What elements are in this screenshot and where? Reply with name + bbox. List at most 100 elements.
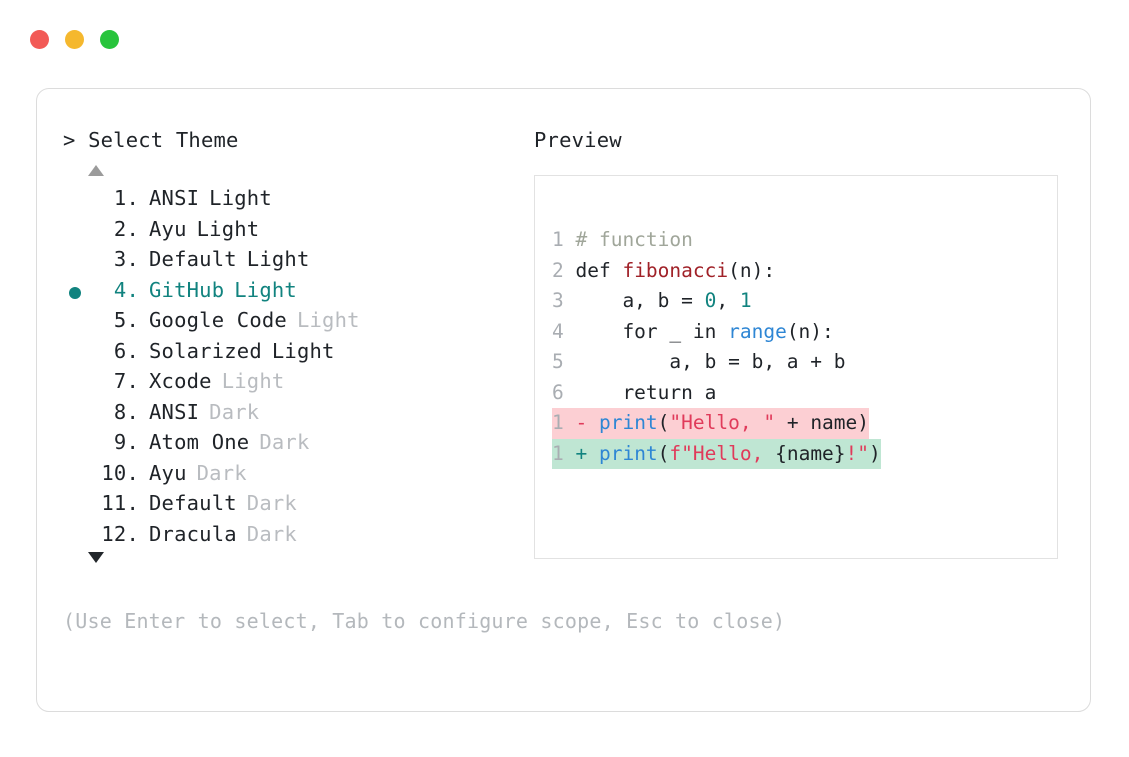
theme-item-variant: Light: [271, 338, 335, 363]
code-line-number: 2: [552, 258, 576, 282]
code-line: 3 a, b = 0, 1: [552, 286, 846, 317]
triangle-up-icon[interactable]: [88, 165, 104, 176]
theme-list-item[interactable]: 11. Default Dark: [63, 491, 533, 522]
theme-list-item[interactable]: 7. Xcode Light: [63, 369, 533, 400]
theme-item-variant: Dark: [246, 491, 297, 515]
theme-item-index: 7.: [113, 369, 139, 393]
theme-item-variant: Dark: [246, 521, 297, 546]
code-line-number: 4: [552, 319, 576, 343]
theme-item-name: Google Code: [149, 308, 287, 332]
code-token: + name): [775, 411, 870, 434]
diff-line-del: 1 - print("Hello, " + name): [552, 408, 870, 439]
code-token: a, b =: [575, 289, 705, 312]
theme-item-name: Solarized: [149, 338, 262, 363]
diff-line-add: 1 + print(f"Hello, {name}!"): [552, 438, 881, 469]
code-token: print: [598, 441, 658, 465]
theme-list-item[interactable]: 2. Ayu Light: [63, 217, 533, 248]
selected-bullet-icon: [69, 286, 81, 299]
theme-item-name: ANSI: [149, 186, 200, 210]
diff-line-number: 1: [552, 441, 576, 465]
code-line: 1 # function: [552, 225, 846, 256]
theme-item-index: 9.: [113, 430, 139, 454]
code-token: (: [657, 411, 670, 434]
theme-item-index: 5.: [113, 308, 139, 332]
minimize-dot[interactable]: [65, 30, 84, 49]
code-token: print: [598, 411, 658, 434]
theme-list-item[interactable]: 3. Default Light: [63, 247, 533, 278]
theme-item-index: 2.: [113, 216, 139, 241]
theme-item-name: Xcode: [149, 369, 212, 393]
theme-item-index: 4.: [113, 277, 139, 302]
diff-line-number: 1: [552, 411, 576, 434]
theme-list-item[interactable]: 6. Solarized Light: [63, 339, 533, 370]
theme-list-item[interactable]: 12. Dracula Dark: [63, 522, 533, 553]
code-line: 4 for _ in range(n):: [552, 317, 846, 348]
theme-list-item[interactable]: 8. ANSI Dark: [63, 400, 533, 431]
code-token: (n):: [786, 319, 834, 343]
theme-item-name: ANSI: [149, 399, 200, 424]
theme-item-index: 12.: [101, 521, 139, 546]
diff-marker: +: [575, 441, 599, 465]
maximize-dot[interactable]: [100, 30, 119, 49]
code-token: a, b = b, a + b: [575, 350, 846, 373]
theme-item-index: 11.: [101, 491, 139, 515]
theme-item-index: 10.: [101, 460, 139, 485]
theme-item-name: Ayu: [149, 216, 187, 241]
page-title: > Select Theme: [63, 127, 533, 153]
code-line-number: 1: [552, 228, 576, 251]
code-line: 2 def fibonacci(n):: [552, 256, 846, 287]
prompt-symbol: >: [63, 128, 89, 152]
diff-sample: 1 - print("Hello, " + name)1 + print(f"H…: [552, 408, 881, 469]
theme-item-variant: Dark: [209, 399, 260, 424]
code-token: fibonacci: [622, 258, 729, 282]
code-line: 6 return a: [552, 378, 846, 409]
code-token: (: [657, 441, 670, 465]
preview-title: Preview: [534, 128, 622, 152]
code-token: range: [728, 319, 787, 343]
code-token: ,: [716, 289, 740, 312]
triangle-down-icon[interactable]: [88, 552, 104, 563]
code-token: 1: [739, 289, 752, 312]
prompt-label: Select Theme: [88, 128, 239, 152]
code-token: {name}: [775, 441, 846, 465]
code-token: for _ in: [575, 319, 729, 343]
theme-item-variant: Light: [196, 216, 260, 241]
theme-item-name: Default: [149, 247, 237, 271]
code-token: f"Hello,: [669, 441, 776, 465]
theme-list-item[interactable]: 5. Google Code Light: [63, 308, 533, 339]
theme-item-index: 8.: [113, 399, 139, 424]
window-titlebar: [30, 30, 119, 49]
theme-item-index: 1.: [113, 186, 139, 210]
theme-item-name: Atom One: [149, 430, 250, 454]
code-line-number: 5: [552, 350, 576, 373]
code-token: def: [575, 258, 623, 282]
theme-item-variant: Dark: [196, 460, 247, 485]
keyboard-hint: (Use Enter to select, Tab to configure s…: [63, 609, 786, 633]
code-token: !": [845, 441, 870, 465]
theme-item-name: Dracula: [149, 521, 237, 546]
theme-item-name: Default: [149, 491, 237, 515]
code-token: "Hello, ": [669, 411, 776, 434]
code-token: (n):: [728, 258, 776, 282]
theme-item-variant: Light: [234, 277, 297, 302]
code-token: # function: [575, 228, 693, 251]
theme-item-variant: Light: [221, 369, 285, 393]
diff-marker: -: [575, 411, 599, 434]
theme-item-index: 6.: [113, 338, 139, 363]
theme-item-variant: Light: [246, 247, 310, 271]
theme-item-index: 3.: [113, 247, 139, 271]
theme-item-variant: Light: [296, 308, 360, 332]
selected-bullet-slot: [63, 286, 93, 299]
code-line: 5 a, b = b, a + b: [552, 347, 846, 378]
close-dot[interactable]: [30, 30, 49, 49]
